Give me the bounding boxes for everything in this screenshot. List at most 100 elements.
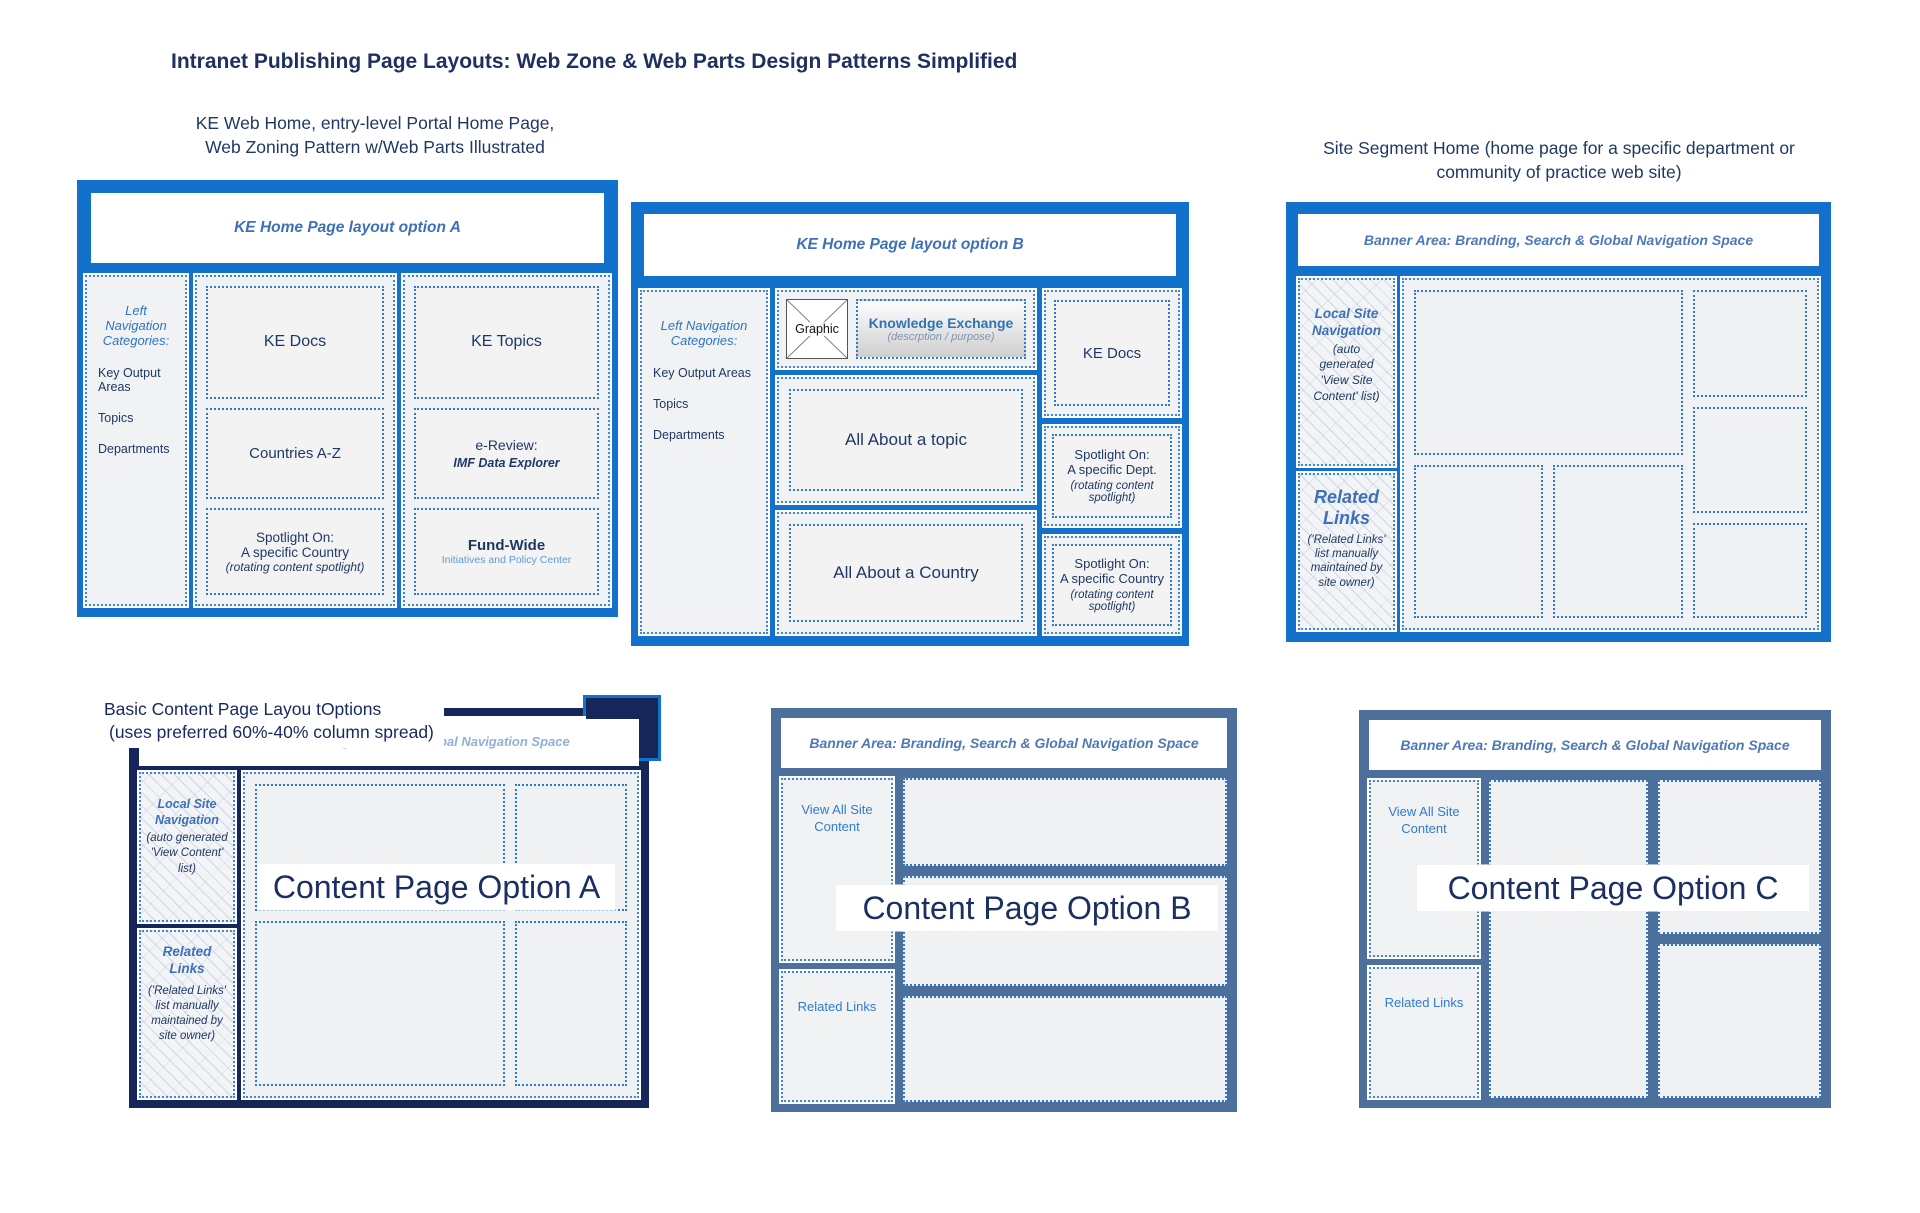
placeholder-webpart — [1658, 944, 1821, 1098]
banner-text: Banner Area: Branding, Search & Global N… — [1400, 737, 1790, 753]
placeholder-webpart — [1414, 464, 1544, 618]
wireframe-content-option-c: Banner Area: Branding, Search & Global N… — [1359, 710, 1831, 1108]
related-links-note: ('Related Links' list manually maintaine… — [148, 985, 226, 1042]
content-b-left-column: View All Site Content Related Links — [781, 778, 893, 1102]
related-links-box: Related Links — [1369, 967, 1479, 1098]
ke-docs-panel: KE Docs — [1044, 290, 1180, 416]
option-b-content: Left Navigation Categories: Key Output A… — [640, 290, 1180, 634]
spotlight-dept-panel: Spotlight On: A specific Dept. (rotating… — [1044, 426, 1180, 526]
option-b-right-column: KE Docs Spotlight On: A specific Dept. (… — [1044, 290, 1180, 634]
content-c-middle-column — [1489, 780, 1649, 1098]
related-links-box: Related Links ('Related Links' list manu… — [139, 930, 235, 1098]
frame-corner — [586, 698, 658, 758]
related-links-title: Related Links — [162, 944, 212, 977]
content-a-left-column: Local Site Navigation (auto generated 'V… — [139, 772, 235, 1098]
ke-web-home-heading-line2: Web Zoning Pattern w/Web Parts Illustrat… — [205, 136, 545, 157]
spotlight-country-webpart: Spotlight On: A specific Country (rotati… — [206, 508, 385, 595]
spotlight-line3: (rotating content spotlight) — [225, 559, 365, 574]
ereview-subtitle: IMF Data Explorer — [453, 456, 560, 471]
spotlight-country-webpart: Spotlight On: A specific Country (rotati… — [1052, 543, 1172, 626]
wireframe-content-option-b: Banner Area: Branding, Search & Global N… — [771, 708, 1237, 1112]
placeholder-webpart — [903, 778, 1227, 866]
site-segment-content: Local Site Navigation (auto generated 'V… — [1298, 278, 1819, 630]
left-nav-item: Topics — [98, 411, 134, 425]
content-c-label-text: Content Page Option C — [1447, 869, 1779, 906]
site-identity-webpart: Graphic Knowledge Exchange (descrption /… — [777, 290, 1035, 368]
site-segment-lower-row — [1414, 464, 1683, 618]
wireframe-content-option-a: Banner Area: Branding, Search & Global N… — [129, 695, 661, 1108]
site-segment-heading: Site Segment Home (home page for a speci… — [1286, 137, 1832, 184]
fund-wide-subtitle: Initiatives and Policy Center — [441, 554, 572, 567]
graphic-placeholder-icon: Graphic — [786, 299, 848, 359]
spotlight-dept-webpart: Spotlight On: A specific Dept. (rotating… — [1052, 434, 1172, 518]
spotlight-dept-line3: (rotating content spotlight) — [1070, 480, 1154, 505]
option-b-left-nav: Left Navigation Categories: Key Output A… — [640, 290, 768, 634]
left-nav-title: Left Navigation Categories: — [102, 303, 170, 348]
graphic-label: Graphic — [794, 322, 840, 336]
option-b-middle-column: Graphic Knowledge Exchange (descrption /… — [777, 290, 1035, 634]
content-c-left-column: View All Site Content Related Links — [1369, 780, 1479, 1098]
ke-topics-webpart: KE Topics — [414, 286, 599, 399]
fund-wide-webpart: Fund-Wide Initiatives and Policy Center — [414, 508, 599, 595]
left-nav-title: Left Navigation Categories: — [660, 318, 748, 348]
local-site-navigation-title: Local Site Navigation — [155, 797, 219, 828]
placeholder-webpart-large — [1414, 290, 1683, 455]
ke-docs-webpart: KE Docs — [206, 286, 385, 399]
content-b-label: Content Page Option B — [836, 885, 1218, 931]
wireframe-site-segment-home: Banner Area: Branding, Search & Global N… — [1286, 202, 1831, 642]
content-b-main-column — [903, 778, 1227, 1102]
related-links-box: Related Links ('Related Links' list manu… — [1298, 473, 1395, 630]
content-c-banner: Banner Area: Branding, Search & Global N… — [1369, 720, 1821, 770]
view-all-site-content-box: View All Site Content — [781, 778, 893, 961]
ke-web-home-heading-line1: KE Web Home, entry-level Portal Home Pag… — [195, 113, 555, 133]
content-a-label: Content Page Option A — [258, 864, 615, 910]
site-segment-main-panel — [1402, 278, 1819, 630]
placeholder-webpart-wide — [255, 920, 506, 1086]
placeholder-webpart-tall — [1489, 780, 1649, 1098]
ereview-webpart: e-Review: IMF Data Explorer — [414, 407, 599, 500]
ke-docs-label: KE Docs — [263, 333, 327, 351]
spotlight-country-line1: Spotlight On: — [1074, 556, 1150, 572]
placeholder-webpart — [1692, 290, 1807, 397]
view-all-site-content-label: View All Site Content — [1388, 804, 1460, 836]
content-b-content: View All Site Content Related Links — [781, 778, 1227, 1102]
site-segment-right-section — [1692, 290, 1807, 618]
placeholder-webpart — [1692, 523, 1807, 618]
basic-content-heading-line1: Basic Content Page Layou tOptions — [104, 699, 382, 719]
content-c-content: View All Site Content Related Links — [1369, 780, 1821, 1098]
knowledge-exchange-title: Knowledge Exchange — [868, 315, 1014, 331]
banner-text: Banner Area: Branding, Search & Global N… — [1363, 232, 1754, 248]
option-a-middle-column: KE Docs Countries A-Z Spotlight On: A sp… — [195, 275, 396, 606]
left-nav-item: Topics — [653, 397, 689, 411]
banner-text: Banner Area: Branding, Search & Global N… — [809, 735, 1199, 751]
spotlight-country-line3: (rotating content spotlight) — [1070, 589, 1154, 614]
left-nav-item: Key Output Areas — [98, 366, 161, 394]
related-links-label: Related Links — [1384, 995, 1464, 1011]
content-b-label-text: Content Page Option B — [862, 889, 1192, 926]
fund-wide-title: Fund-Wide — [467, 537, 546, 555]
placeholder-webpart — [1553, 464, 1683, 618]
option-a-left-nav: Left Navigation Categories: Key Output A… — [85, 275, 187, 606]
content-a-label-text: Content Page Option A — [272, 868, 601, 905]
wireframe-option-b: KE Home Page layout option B Left Naviga… — [631, 202, 1189, 646]
related-links-title: Related Links — [1313, 487, 1380, 528]
option-a-content: Left Navigation Categories: Key Output A… — [85, 275, 610, 606]
content-a-content: Local Site Navigation (auto generated 'V… — [139, 772, 639, 1098]
site-segment-center-section — [1414, 290, 1683, 618]
all-about-country-panel: All About a Country — [777, 512, 1035, 634]
spotlight-country-panel: Spotlight On: A specific Country (rotati… — [1044, 535, 1180, 634]
placeholder-webpart — [903, 996, 1227, 1102]
local-site-navigation-note: (auto generated 'View Site Content' list… — [1313, 341, 1380, 403]
left-nav-item: Departments — [98, 442, 170, 456]
ke-docs-webpart: KE Docs — [1054, 300, 1170, 406]
option-b-header-band: KE Home Page layout option B — [644, 214, 1176, 276]
wireframe-option-a: KE Home Page layout option A Left Naviga… — [77, 180, 618, 617]
view-all-site-content-label: View All Site Content — [801, 802, 873, 834]
placeholder-webpart — [1692, 406, 1807, 514]
option-a-header: KE Home Page layout option A — [234, 219, 461, 236]
all-about-topic-webpart: All About a topic — [789, 389, 1023, 492]
knowledge-exchange-description: Knowledge Exchange (descrption / purpose… — [856, 299, 1026, 359]
spotlight-country-line2: A specific Country — [1059, 571, 1165, 587]
placeholder-webpart-narrow — [515, 920, 627, 1086]
